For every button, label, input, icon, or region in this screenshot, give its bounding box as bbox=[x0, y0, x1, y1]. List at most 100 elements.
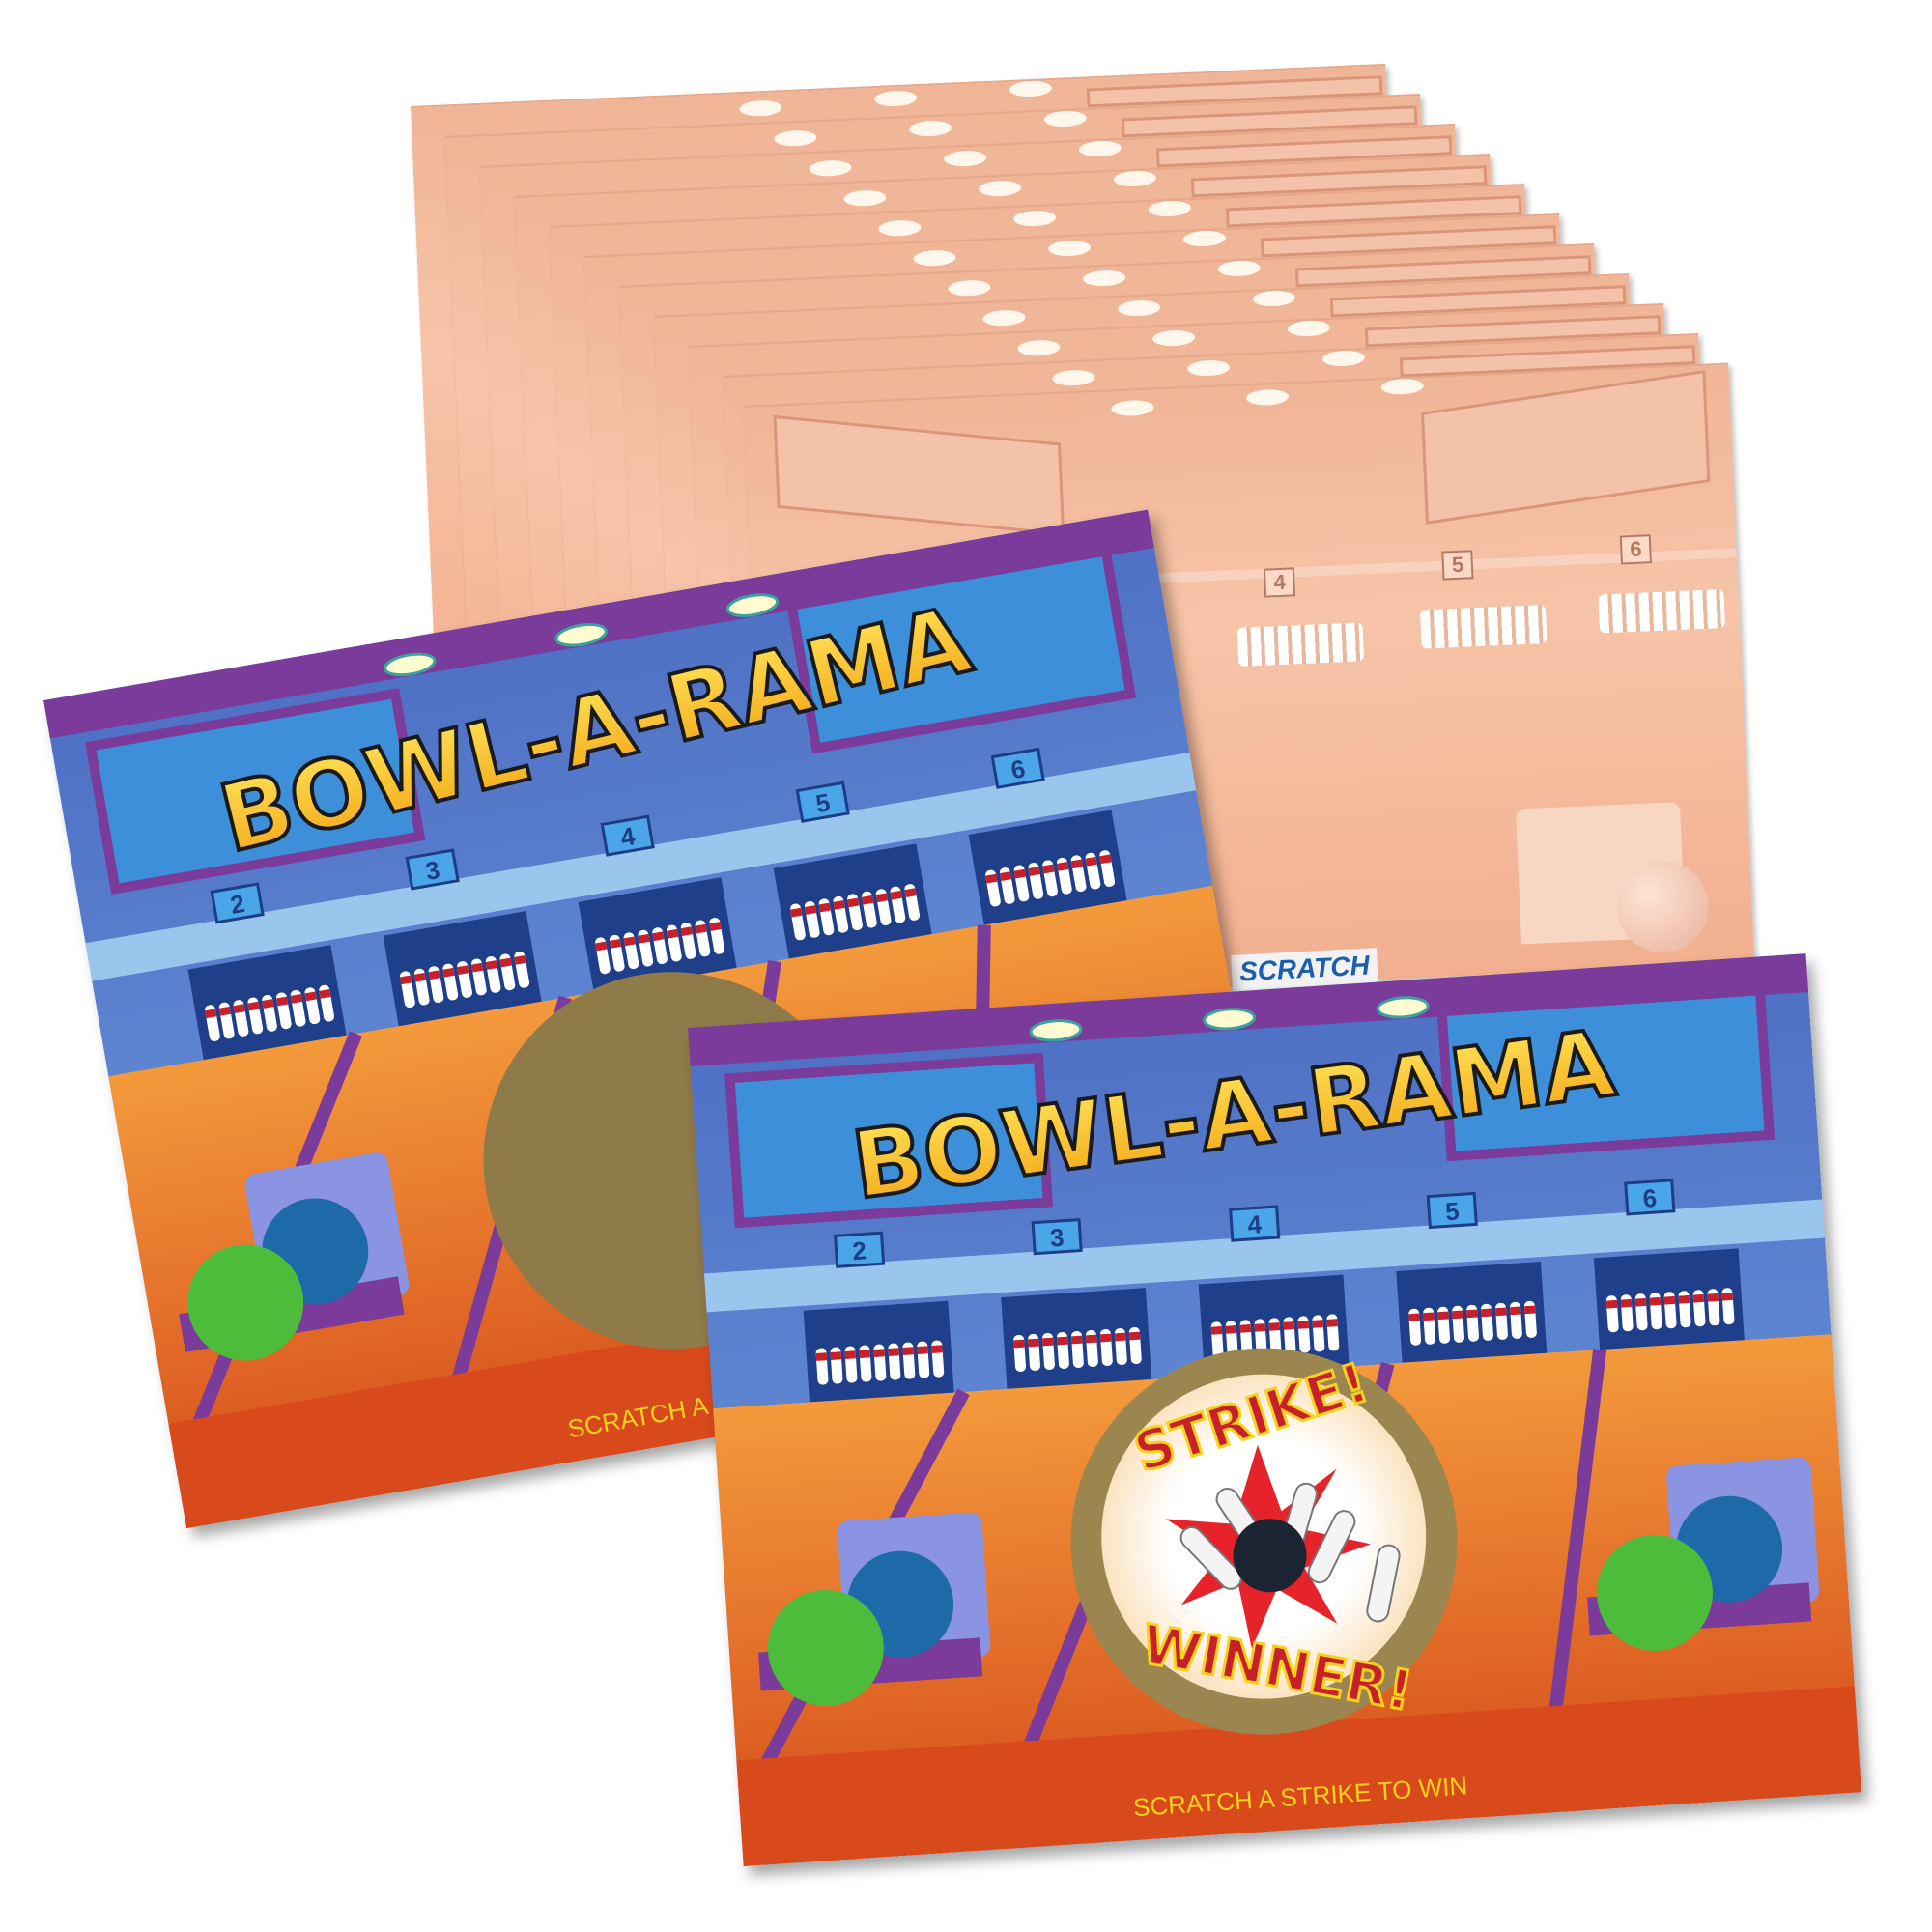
pin-stripe bbox=[680, 926, 694, 937]
pin-stripe bbox=[804, 905, 817, 915]
pin-stripe bbox=[862, 895, 874, 905]
scoreboard bbox=[773, 414, 1065, 536]
pin-stripe bbox=[1114, 1332, 1126, 1342]
ceiling-light bbox=[1376, 996, 1430, 1019]
gutter bbox=[1543, 1349, 1607, 1761]
pin-stripe bbox=[1524, 1305, 1536, 1315]
rail bbox=[703, 1199, 1826, 1313]
pin-stripe bbox=[667, 928, 679, 939]
pin-stripe bbox=[457, 965, 469, 976]
pin-stripe bbox=[1634, 1297, 1647, 1307]
scoreboard bbox=[724, 1052, 1054, 1229]
pin-stripe bbox=[1128, 1331, 1141, 1341]
pin-stripe bbox=[695, 923, 707, 934]
pin-stripe bbox=[499, 957, 512, 968]
pin-stripe bbox=[485, 960, 498, 970]
lane-number: 4 bbox=[618, 821, 638, 852]
ceiling-light bbox=[725, 593, 780, 617]
lane-number-box bbox=[1031, 1217, 1083, 1256]
pin-stripe bbox=[985, 873, 998, 884]
pin-stripe bbox=[1707, 1293, 1719, 1302]
pin-stripe bbox=[319, 988, 331, 999]
pin-stripe bbox=[428, 970, 440, 980]
pin-stripe bbox=[1408, 1313, 1420, 1322]
pin-stripe bbox=[1042, 1337, 1054, 1347]
pin-stripe bbox=[290, 994, 303, 1004]
pin-stripe bbox=[247, 1001, 260, 1011]
pin-stripe bbox=[1663, 1295, 1676, 1305]
pin-stripe bbox=[1225, 1325, 1237, 1334]
pin-stripe bbox=[304, 991, 317, 1002]
pin-stripe bbox=[890, 890, 902, 900]
pin-stripe bbox=[652, 931, 665, 942]
pin-stripe bbox=[999, 871, 1012, 882]
lane-number-box bbox=[795, 781, 850, 823]
pin-stripe bbox=[623, 936, 636, 947]
pin-stripe bbox=[1721, 1292, 1734, 1301]
pin-stripe bbox=[442, 967, 455, 978]
pin-stripe bbox=[413, 972, 427, 982]
pin-stripe bbox=[276, 996, 289, 1007]
pin-stripe bbox=[1326, 1319, 1338, 1327]
pin-stripe bbox=[1283, 1321, 1295, 1330]
pin-stripe bbox=[638, 933, 650, 944]
scoreboard bbox=[1436, 985, 1776, 1162]
pin-stripe bbox=[1085, 856, 1097, 867]
foreground bbox=[736, 1686, 1862, 1867]
pin-stripe bbox=[815, 1352, 828, 1361]
pin-stripe bbox=[1437, 1311, 1449, 1321]
pin-stripe bbox=[844, 1350, 857, 1359]
pin-stripe bbox=[1423, 1312, 1435, 1321]
pin-stripe bbox=[859, 1350, 871, 1358]
scoreboard bbox=[1420, 369, 1711, 525]
lane-number: 6 bbox=[1642, 1183, 1658, 1213]
lane-number-box bbox=[210, 882, 265, 924]
lane-number-box bbox=[1229, 1205, 1281, 1242]
lane-number-box bbox=[600, 814, 655, 857]
ceiling-light bbox=[384, 652, 437, 677]
pin-stripe bbox=[904, 888, 917, 898]
pin-stripe bbox=[1466, 1309, 1478, 1319]
lane-number: 4 bbox=[1263, 567, 1296, 598]
ceiling-light bbox=[554, 622, 608, 647]
bowling-pin-icon bbox=[1179, 1525, 1242, 1590]
pin-stripe bbox=[609, 939, 622, 949]
bowling-ball-icon bbox=[187, 1244, 304, 1361]
pin-stripe bbox=[1028, 867, 1040, 876]
ceiling-light bbox=[1111, 399, 1154, 417]
lane-number: 5 bbox=[1444, 1197, 1460, 1227]
bowling-pin-icon bbox=[1307, 1510, 1356, 1584]
scoreboard bbox=[84, 688, 426, 895]
pin-stripe bbox=[595, 941, 608, 952]
pin-stripe bbox=[1013, 1339, 1025, 1349]
lane-number: 5 bbox=[813, 787, 832, 818]
pin-stripe bbox=[1057, 862, 1069, 871]
pin-stripe bbox=[847, 897, 860, 908]
pin-stripe bbox=[1495, 1307, 1507, 1317]
pin-stripe bbox=[1070, 859, 1084, 869]
ceiling-light bbox=[1245, 388, 1290, 407]
lane-number: 2 bbox=[228, 889, 246, 920]
pin-stripe bbox=[1057, 1336, 1068, 1346]
ceiling-light bbox=[1380, 378, 1425, 396]
pin-stripe bbox=[1510, 1306, 1521, 1316]
lane-number: 6 bbox=[1009, 753, 1027, 784]
pin-stripe bbox=[205, 1009, 217, 1019]
pin-stripe bbox=[1239, 1324, 1252, 1333]
pin-stripe bbox=[1678, 1294, 1690, 1304]
pin-stripe bbox=[902, 1347, 914, 1355]
pin-stripe bbox=[400, 975, 412, 985]
pin-stripe bbox=[1605, 1299, 1618, 1309]
pin-stripe bbox=[1481, 1308, 1492, 1318]
lane-number: 4 bbox=[1247, 1209, 1264, 1239]
pin-stripe bbox=[875, 893, 889, 903]
pin-stripe bbox=[1452, 1310, 1463, 1320]
ceiling-light bbox=[1203, 1008, 1257, 1031]
pin-stripe bbox=[471, 962, 484, 973]
pin-stripe bbox=[1013, 868, 1026, 879]
pin-stripe bbox=[931, 1345, 943, 1353]
pin-stripe bbox=[818, 902, 831, 913]
pin-stripe bbox=[1649, 1296, 1662, 1306]
pin-stripe bbox=[830, 1351, 842, 1360]
